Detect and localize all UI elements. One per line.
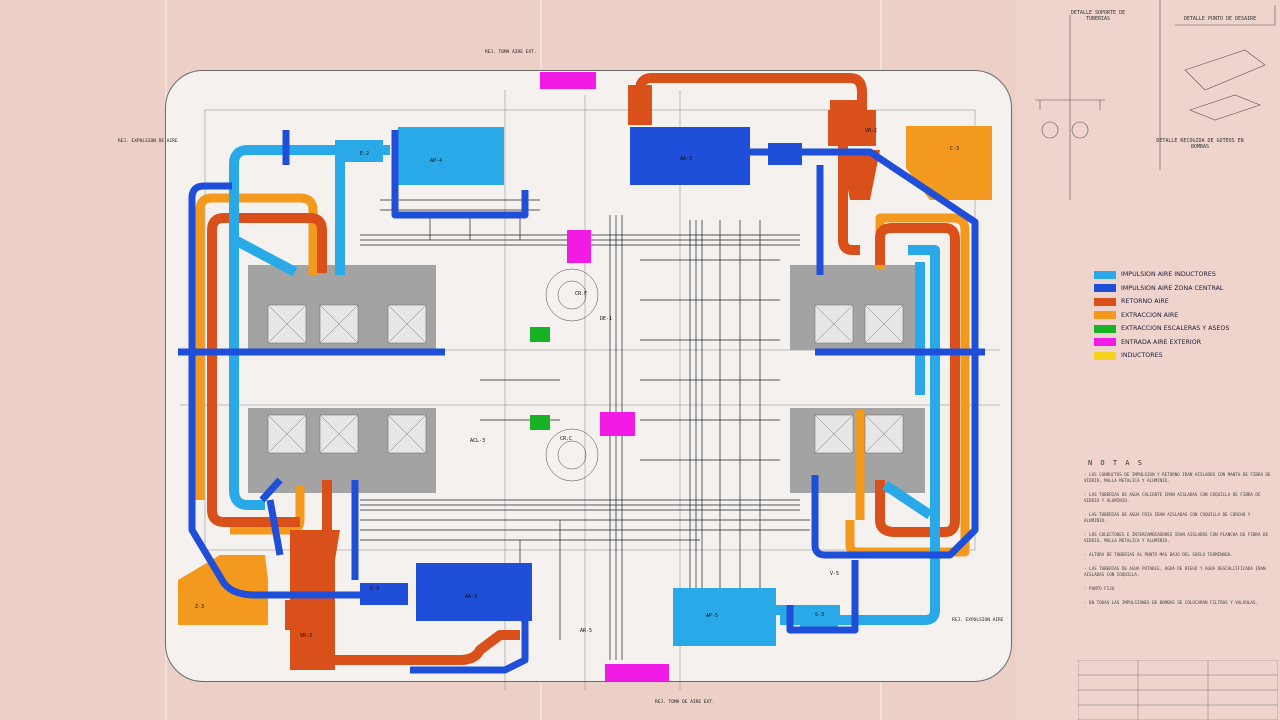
svg-text:VR-2: VR-2 (865, 128, 877, 134)
svg-text:CR.F: CR.F (575, 291, 587, 297)
notes-title: N O T A S (1088, 459, 1144, 467)
legend-item: ENTRADA AIRE EXTERIOR (1094, 336, 1274, 350)
note-item: - EN TODAS LAS IMPULSIONES DE BOMBAS SE … (1084, 600, 1258, 605)
note-item: - LOS COLECTORES E INTERCAMBIADORES IRAN… (1084, 532, 1269, 543)
svg-text:Z-3: Z-3 (195, 604, 204, 610)
svg-text:VR-3: VR-3 (300, 633, 312, 639)
legend-swatch (1094, 270, 1116, 279)
svg-text:C-3: C-3 (950, 146, 959, 152)
svg-text:V-5: V-5 (830, 571, 839, 577)
legend-label: INDUCTORES (1121, 352, 1163, 360)
note-item: - PUNTO FIJO (1084, 586, 1115, 591)
legend-item: IMPULSION AIRE ZONA CENTRAL (1094, 282, 1274, 296)
svg-text:AA-3: AA-3 (465, 594, 477, 600)
svg-text:CR.C: CR.C (560, 436, 572, 442)
legend-label: EXTRACCION AIRE (1121, 311, 1179, 319)
legend-label: ENTRADA AIRE EXTERIOR (1121, 338, 1202, 346)
svg-text:E-3: E-3 (370, 586, 379, 592)
note-item: - LAS TUBERIAS DE AGUA POTABLE, AGUA DE … (1084, 566, 1266, 577)
detail-air-vent-title: DETALLE PUNTO DE DESAIRE (1183, 16, 1257, 22)
legend-item: EXTRACCION ESCALERAS Y ASEOS (1094, 322, 1274, 336)
svg-text:E-2: E-2 (360, 151, 369, 157)
svg-text:DE-1: DE-1 (600, 316, 612, 322)
legend-swatch (1094, 297, 1116, 306)
legend-swatch (1094, 351, 1116, 360)
legend-item: RETORNO AIRE (1094, 295, 1274, 309)
title-block (1078, 660, 1278, 720)
notes-list: - LOS CONDUCTOS DE IMPULSION Y RETORNO I… (1084, 472, 1274, 614)
svg-text:AR-5: AR-5 (580, 628, 592, 634)
svg-text:AP-5: AP-5 (706, 613, 718, 619)
legend-swatch (1094, 311, 1116, 320)
title-panel (1015, 0, 1280, 720)
legend-item: IMPULSION AIRE INDUCTORES (1094, 268, 1274, 282)
legend: IMPULSION AIRE INDUCTORES IMPULSION AIRE… (1094, 268, 1274, 363)
legend-swatch (1094, 338, 1116, 347)
exterior-air-intake-label-bottom: REJ. TOMA DE AIRE EXT. (655, 700, 715, 705)
legend-label: IMPULSION AIRE ZONA CENTRAL (1121, 284, 1224, 292)
exterior-air-intake-label-top: REJ. TOMA AIRE EXT. (485, 50, 537, 55)
legend-swatch (1094, 284, 1116, 293)
legend-label: EXTRACCION ESCALERAS Y ASEOS (1121, 325, 1230, 333)
legend-label: IMPULSION AIRE INDUCTORES (1121, 271, 1216, 279)
note-item: - LAS TUBERIAS DE AGUA FRIA IRAN AISLADA… (1084, 512, 1251, 523)
detail-pipe-support-title: DETALLE SOPORTE DE TUBERIAS (1070, 10, 1126, 22)
svg-text:S-3: S-3 (815, 612, 824, 618)
legend-swatch (1094, 324, 1116, 333)
svg-text:AP-4: AP-4 (430, 158, 442, 164)
detail-drip-collection-title: DETALLE RECOGIDA DE GOTEOS EN BOMBAS (1156, 138, 1244, 150)
legend-item: EXTRACCION AIRE (1094, 309, 1274, 323)
svg-text:AA-3: AA-3 (680, 156, 692, 162)
note-item: - ALTURA DE TUBERIAS AL PUNTO MAS BAJO D… (1084, 552, 1233, 557)
note-item: - LAS TUBERIAS DE AGUA CALIENTE IRAN AIS… (1084, 492, 1261, 503)
detail-drawings (1035, 0, 1276, 200)
svg-text:ACL-3: ACL-3 (470, 438, 485, 444)
legend-item: INDUCTORES (1094, 349, 1274, 363)
legend-label: RETORNO AIRE (1121, 298, 1169, 306)
exhaust-air-label-right: REJ. EXPULSION AIRE (952, 618, 1004, 623)
exhaust-air-label-left: REJ. EXPULSION DE AIRE (118, 139, 178, 144)
note-item: - LOS CONDUCTOS DE IMPULSION Y RETORNO I… (1084, 472, 1271, 483)
